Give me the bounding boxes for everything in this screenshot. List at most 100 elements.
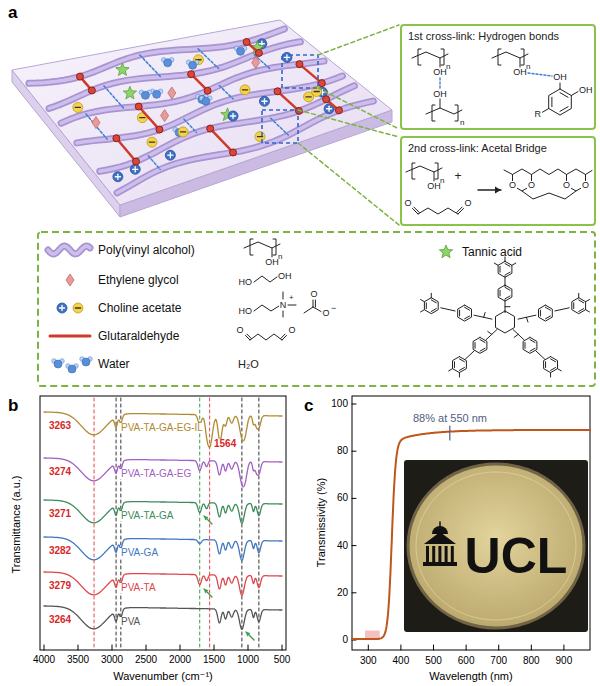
tannic-acid-structure: [474, 315, 492, 319]
chemical-structure: [426, 108, 462, 114]
polymer-network: [204, 87, 211, 94]
ftir-chart: [180, 645, 181, 650]
tick-label: 3000: [101, 655, 123, 665]
atom-label: N: [279, 301, 288, 310]
tannic-acid-structure: [505, 287, 510, 290]
polymer-network: [73, 102, 83, 112]
legend-icon: [82, 358, 90, 366]
tannic-acid-structure: [465, 351, 474, 359]
polymer-network: [252, 57, 260, 69]
tannic-acid-structure: [454, 362, 455, 368]
tannic-acid-structure: [459, 368, 464, 371]
chemical-structure: [418, 49, 421, 65]
polymer-network: [255, 49, 262, 56]
polymer-network: [104, 86, 123, 108]
tick-label: 700: [490, 656, 507, 666]
polymer-network: [147, 137, 157, 147]
transmittance-chart: [466, 645, 467, 650]
callout-heading: 2nd cross-link: Acetal Bridge: [402, 139, 553, 158]
chemical-structure: [272, 248, 273, 257]
zoom-marker: [262, 25, 399, 225]
polymer-network: [123, 86, 136, 99]
tannic-acid-structure: [486, 330, 497, 340]
polymer-network: [278, 91, 299, 111]
polymer-network: [116, 138, 136, 161]
polymer-network: [299, 64, 321, 83]
hydrogel-slab: [12, 20, 392, 217]
tannic-acid-structure: [431, 300, 436, 303]
chemical-structure: [412, 52, 448, 58]
sample-photo: [445, 546, 448, 562]
tannic-acid-structure: [498, 261, 512, 277]
tannic-acid-structure: [540, 310, 541, 316]
ftir-chart: [214, 645, 215, 650]
tannic-acid-structure: [473, 337, 487, 353]
sample-photo: [404, 460, 588, 632]
legend-text: Poly(vinyl alcohol): [98, 244, 195, 256]
tick-label: 40: [337, 541, 348, 551]
ftir-chart: [116, 398, 117, 648]
atom-label: O: [464, 199, 471, 208]
axis-title: Transmissivity (%): [317, 477, 328, 566]
chemical-structure: [250, 334, 282, 340]
tannic-acid-structure: [498, 285, 512, 301]
legend-text: Glutaraldehyde: [98, 330, 179, 342]
tannic-acid-structure: [505, 264, 510, 267]
tannic-acid-structure: [441, 308, 455, 311]
chemical-structure: [492, 52, 528, 58]
polymer-network: [323, 96, 330, 103]
transmittance-chart: [352, 430, 590, 639]
polymer-network: [237, 47, 245, 55]
tannic-acid-structure: [514, 334, 518, 337]
tannic-acid-structure: [426, 303, 427, 309]
atom-label: O: [527, 181, 536, 190]
chemical-structure: [244, 242, 280, 248]
chemical-structure: [439, 78, 440, 88]
chemical-structure: [560, 107, 568, 112]
ftir-chart: [204, 589, 212, 597]
peak-number: 3263: [48, 421, 72, 431]
polymer-network: [242, 89, 247, 90]
tannic-acid-structure: [557, 369, 561, 371]
chemical-structure: [441, 49, 444, 65]
polymer-network: [149, 142, 154, 143]
tick-label: 600: [458, 656, 475, 666]
polymer-network: [140, 55, 161, 77]
tick-label: 1500: [203, 655, 225, 665]
chemical-structure: [254, 305, 279, 311]
tannic-acid-structure: [496, 311, 515, 333]
ftir-chart: [40, 396, 286, 650]
chemical-structure: [440, 99, 441, 108]
chemical-structure: [313, 307, 321, 312]
chemical-structure: [440, 58, 441, 67]
sample-photo: [404, 460, 588, 632]
ftir-chart: [44, 458, 282, 487]
tannic-acid-structure: [524, 343, 525, 349]
tannic-acid-structure: [431, 309, 436, 312]
transmittance-chart: [352, 396, 590, 650]
atom-label: OH: [579, 86, 593, 95]
ftir-chart: [40, 396, 286, 650]
ftir-chart: [258, 398, 259, 648]
chemical-structure: [551, 97, 552, 106]
transmittance-chart: [400, 645, 401, 650]
legend-icon: [439, 245, 452, 258]
polymer-network: [113, 135, 120, 142]
tick-label: 2000: [169, 655, 191, 665]
chemical-structure: [254, 276, 277, 282]
chemical-structure: [549, 89, 572, 115]
ftir-chart: [44, 412, 282, 447]
atom-label: HO: [239, 278, 253, 287]
polymer-network: [86, 114, 107, 139]
polymer-network: [240, 85, 250, 95]
peak-number: 3274: [48, 467, 72, 477]
atom-label: n: [278, 253, 282, 261]
transmittance-chart: [368, 645, 369, 650]
tannic-acid-structure: [480, 340, 485, 343]
sample-photo: [408, 464, 584, 628]
ftir-chart: [44, 645, 45, 650]
tannic-acid-structure: [586, 300, 590, 302]
chemical-structure: [304, 307, 313, 313]
tannic-acid-structure: [500, 290, 501, 296]
